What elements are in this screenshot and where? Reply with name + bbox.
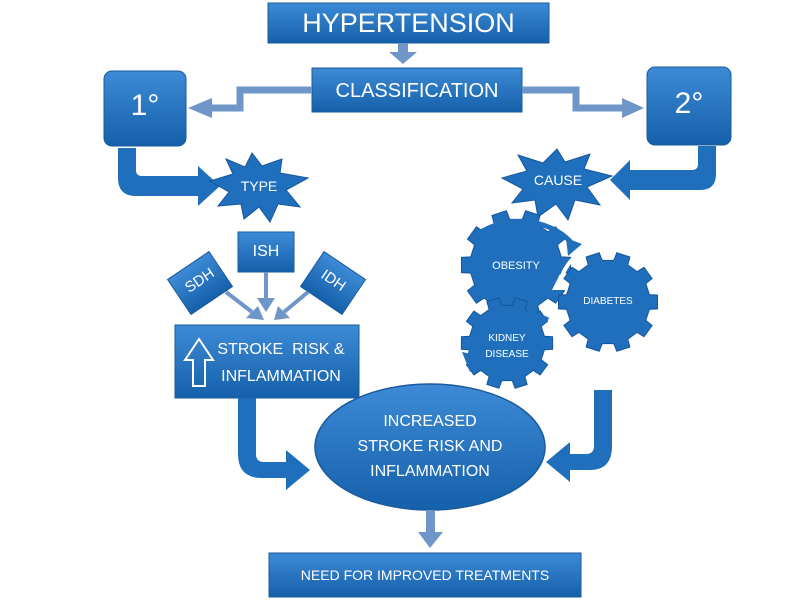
stroke-risk-box: [174, 324, 360, 399]
arrow-sdh-to-stroke: [224, 290, 264, 320]
idh-box: [299, 250, 367, 316]
diabetes-cycle-arrow-icon: [552, 240, 652, 290]
secondary-label: 2°: [674, 87, 704, 120]
arrow-primary-to-type: [118, 148, 220, 206]
outcome-label-line3: INFLAMMATION: [370, 463, 490, 480]
arrow-classification-to-primary: [188, 86, 312, 118]
diabetes-label: DIABETES: [583, 296, 633, 307]
cause-starburst: [500, 148, 614, 222]
kidney-label-line2: DISEASE: [485, 349, 529, 360]
type-starburst: [208, 152, 310, 223]
cause-label: CAUSE: [533, 172, 583, 188]
arrow-causes-to-outcome: [546, 390, 612, 482]
treatments-box: [268, 552, 582, 598]
sdh-box: [166, 250, 234, 316]
outcome-label-line2: STROKE RISK AND: [357, 438, 503, 455]
kidney-cycle-arrow-icon: [462, 311, 550, 372]
secondary-box: [646, 66, 732, 146]
classification-label: CLASSIFICATION: [335, 80, 499, 102]
arrow-classification-to-secondary: [522, 86, 644, 118]
arrow-secondary-to-cause: [610, 146, 716, 200]
classification-box: [311, 67, 523, 113]
ish-box: [237, 231, 295, 273]
obesity-gear-icon: [461, 210, 571, 320]
hypertension-box: [267, 2, 550, 44]
stroke-risk-label-line1: STROKE RISK &: [217, 341, 345, 358]
arrow-idh-to-stroke: [274, 290, 310, 320]
treatments-label: NEED FOR IMPROVED TREATMENTS: [300, 567, 550, 583]
kidney-label-line1: KIDNEY: [488, 333, 526, 344]
type-label: TYPE: [240, 178, 278, 194]
primary-label: 1°: [130, 89, 160, 122]
hypertension-label: HYPERTENSION: [302, 8, 515, 38]
stroke-risk-label-line2: INFLAMMATION: [221, 368, 341, 385]
primary-box: [103, 70, 187, 147]
outcome-label-line1: INCREASED: [383, 413, 477, 430]
arrow-outcome-to-treatments: [418, 510, 443, 548]
arrow-hypertension-to-classification: [389, 43, 417, 64]
obesity-cycle-arrow-icon: [476, 218, 582, 256]
ish-label: ISH: [252, 243, 280, 260]
increase-arrow-icon: [183, 337, 215, 387]
arrow-ish-to-stroke: [257, 272, 275, 312]
arrow-stroke-to-outcome: [238, 398, 310, 490]
diabetes-gear-icon: [558, 252, 658, 352]
obesity-label: OBESITY: [492, 260, 540, 272]
